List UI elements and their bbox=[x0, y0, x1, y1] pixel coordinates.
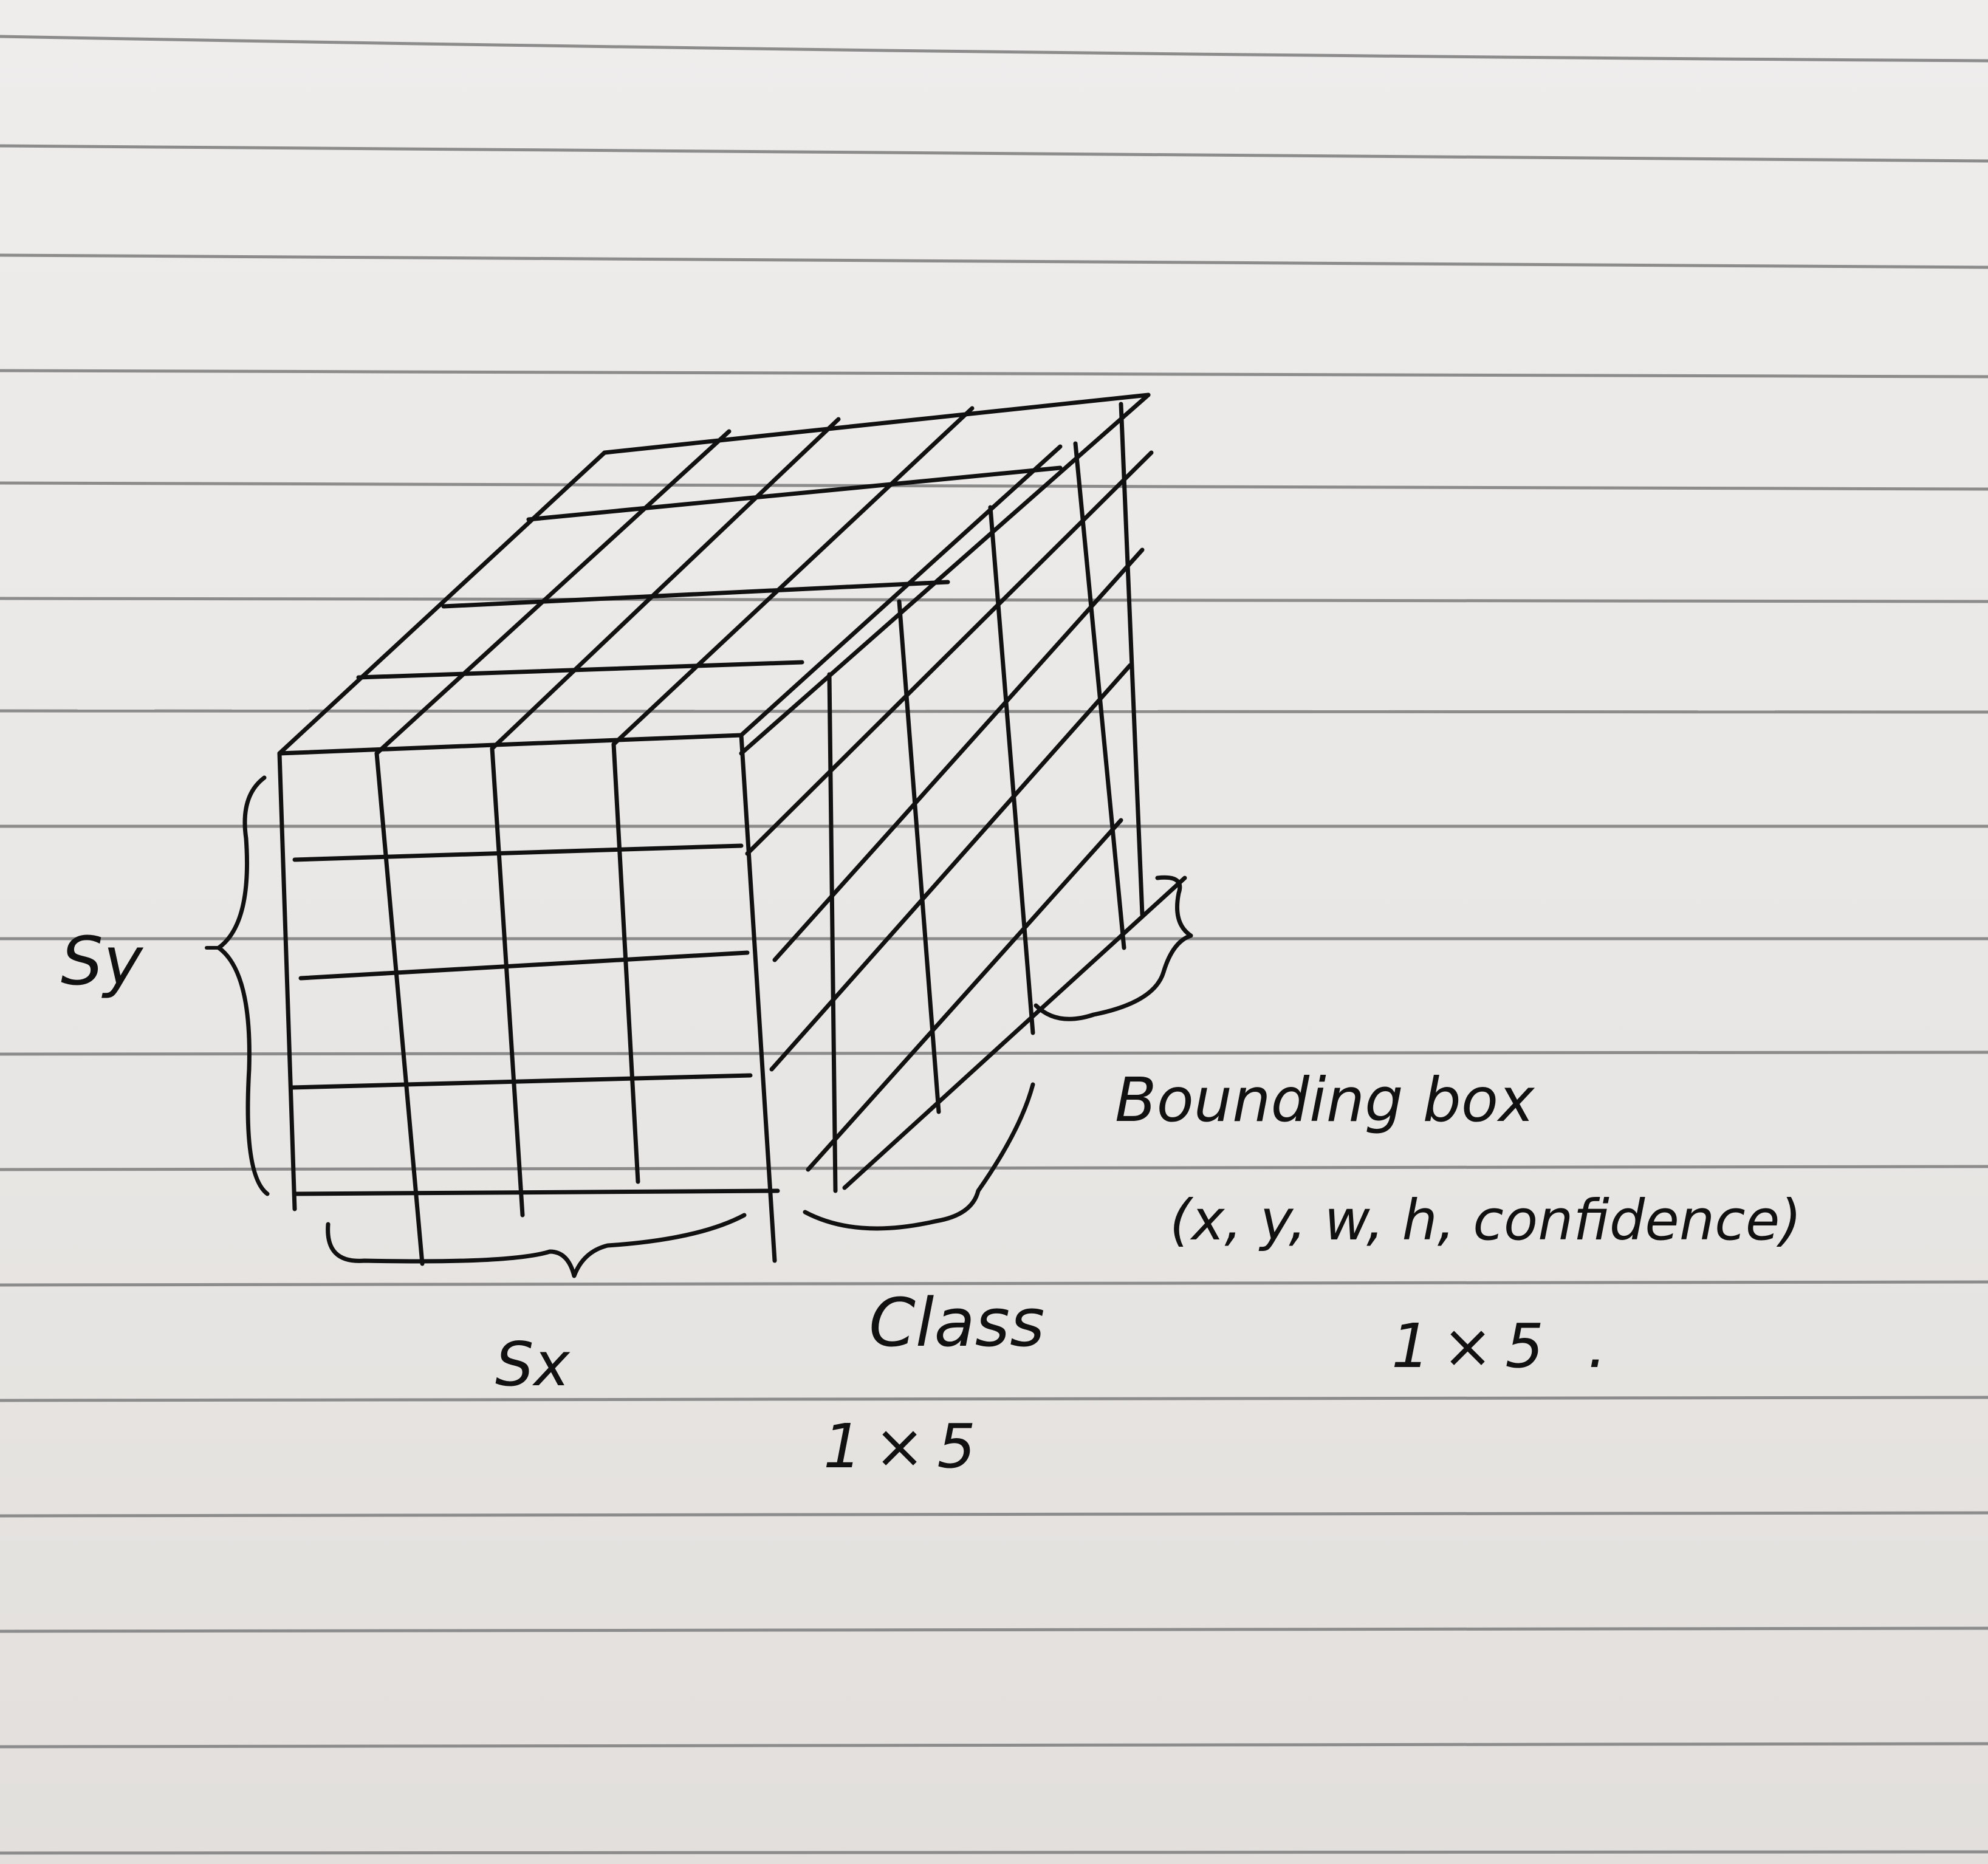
sy-label: Sy bbox=[61, 922, 144, 1000]
braces bbox=[205, 775, 1193, 1278]
front-face-grid bbox=[277, 733, 780, 1266]
bounding-box-label: Bounding box bbox=[1115, 1064, 1535, 1136]
ruled-lines bbox=[0, 35, 1988, 1855]
side-face-grid bbox=[745, 402, 1187, 1193]
top-face-grid bbox=[277, 392, 1151, 756]
class-label: Class bbox=[869, 1284, 1044, 1362]
sx-label: Sx bbox=[495, 1329, 571, 1400]
bounding-box-dimension: 1×5 . bbox=[1391, 1311, 1619, 1382]
class-dimension: 1×5 bbox=[823, 1411, 988, 1482]
bounding-box-tuple: (x, y, w, h, confidence) bbox=[1170, 1188, 1801, 1253]
